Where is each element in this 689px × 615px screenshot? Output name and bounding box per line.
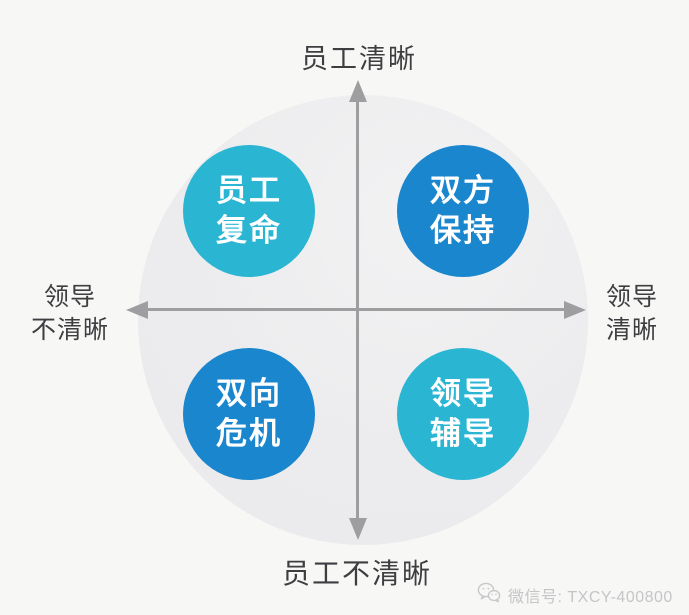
quadrant-label-line1: 员工 xyxy=(216,173,282,208)
quadrant-label-line2: 复命 xyxy=(216,213,282,248)
axis-label-right-line2: 清晰 xyxy=(605,316,658,344)
axis-label-left: 领导 不清晰 xyxy=(15,281,125,347)
quadrant-circle-bottom-right: 领导 辅导 xyxy=(397,348,529,480)
quadrant-label-line1: 领导 xyxy=(430,376,496,411)
watermark-text: 微信号: TXCY-400800 xyxy=(508,589,673,606)
quadrant-circle-top-left: 员工 复命 xyxy=(183,145,315,277)
quadrant-circle-bottom-left: 双向 危机 xyxy=(183,348,315,480)
watermark: 微信号: TXCY-400800 xyxy=(477,582,673,608)
arrow-left-icon xyxy=(126,300,148,319)
axis-label-left-line2: 不清晰 xyxy=(30,316,109,344)
axis-label-right: 领导 清晰 xyxy=(577,281,687,347)
wechat-icon xyxy=(477,582,501,608)
arrow-down-icon xyxy=(349,518,367,540)
axis-label-left-line1: 领导 xyxy=(43,283,96,311)
axis-label-top: 员工清晰 xyxy=(301,44,417,74)
arrow-up-icon xyxy=(349,80,367,102)
quadrant-label-line1: 双向 xyxy=(216,376,282,411)
quadrant-label-line2: 保持 xyxy=(430,213,496,248)
quadrant-label-line2: 辅导 xyxy=(430,416,496,451)
axis-label-bottom: 员工不清晰 xyxy=(281,558,433,589)
arrow-right-icon xyxy=(564,300,586,319)
axis-label-right-line1: 领导 xyxy=(605,283,658,311)
quadrant-label-line2: 危机 xyxy=(216,416,282,451)
quadrant-circle-top-right: 双方 保持 xyxy=(397,145,529,277)
quadrant-label-line1: 双方 xyxy=(430,173,496,208)
horizontal-axis-line xyxy=(146,308,566,311)
